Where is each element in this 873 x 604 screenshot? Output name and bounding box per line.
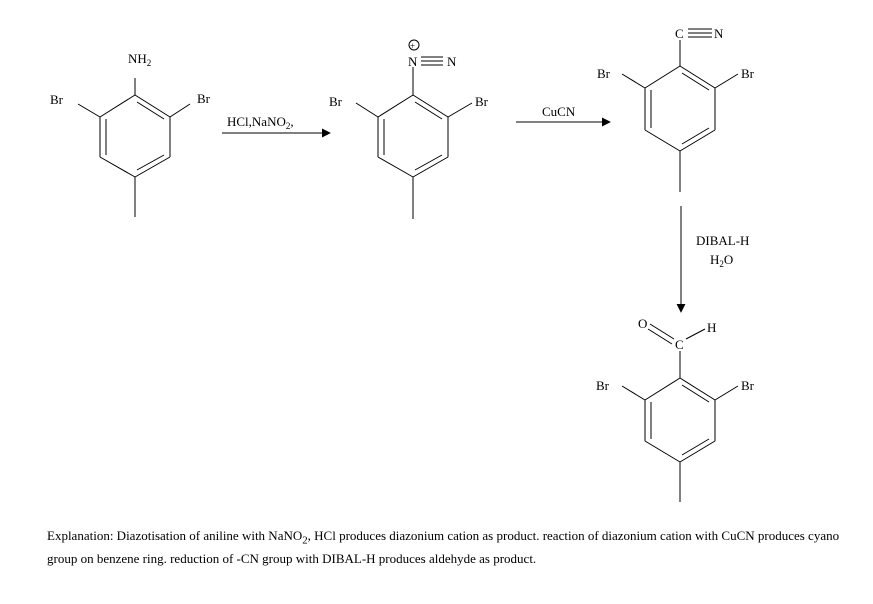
nitrile-br-right: Br xyxy=(741,66,755,81)
aldehyde-br-left: Br xyxy=(596,378,610,393)
aniline-br-left: Br xyxy=(50,92,64,107)
nitrile-structure xyxy=(621,28,739,192)
aldehyde-structure xyxy=(621,323,739,502)
nitrile-carbon: C xyxy=(675,26,684,41)
aniline-amine-label: NH2 xyxy=(128,51,151,68)
explanation-part-1: Explanation: Diazotisation of aniline wi… xyxy=(47,528,303,543)
aldehyde-carbon: C xyxy=(675,337,684,352)
reaction-3-reagent-1: DIBAL-H xyxy=(696,233,749,248)
reaction-3-reagent-2: H2O xyxy=(710,252,733,269)
nitrile-br-left: Br xyxy=(597,66,611,81)
diazonium-structure xyxy=(355,39,473,219)
explanation-text: Explanation: Diazotisation of aniline wi… xyxy=(47,527,862,567)
diazonium-br-left: Br xyxy=(329,94,343,109)
nitrile-nitrogen: N xyxy=(714,26,724,41)
diazonium-n1: N xyxy=(408,54,418,69)
diazonium-n2: N xyxy=(447,54,457,69)
aniline-br-right: Br xyxy=(197,91,211,106)
explanation-subscript: 2 xyxy=(302,534,308,547)
reaction-1-reagents: HCl,NaNO2, xyxy=(227,114,294,131)
diazonium-br-right: Br xyxy=(475,94,489,109)
aldehyde-br-right: Br xyxy=(741,378,755,393)
explanation-part-2: , HCl produces diazonium cation as produ… xyxy=(47,528,840,566)
aldehyde-hydrogen: H xyxy=(707,320,716,335)
aniline-structure xyxy=(77,78,191,217)
reaction-2-reagent: CuCN xyxy=(542,104,576,119)
aldehyde-oxygen: O xyxy=(638,316,647,331)
diazonium-charge: + xyxy=(410,41,415,51)
